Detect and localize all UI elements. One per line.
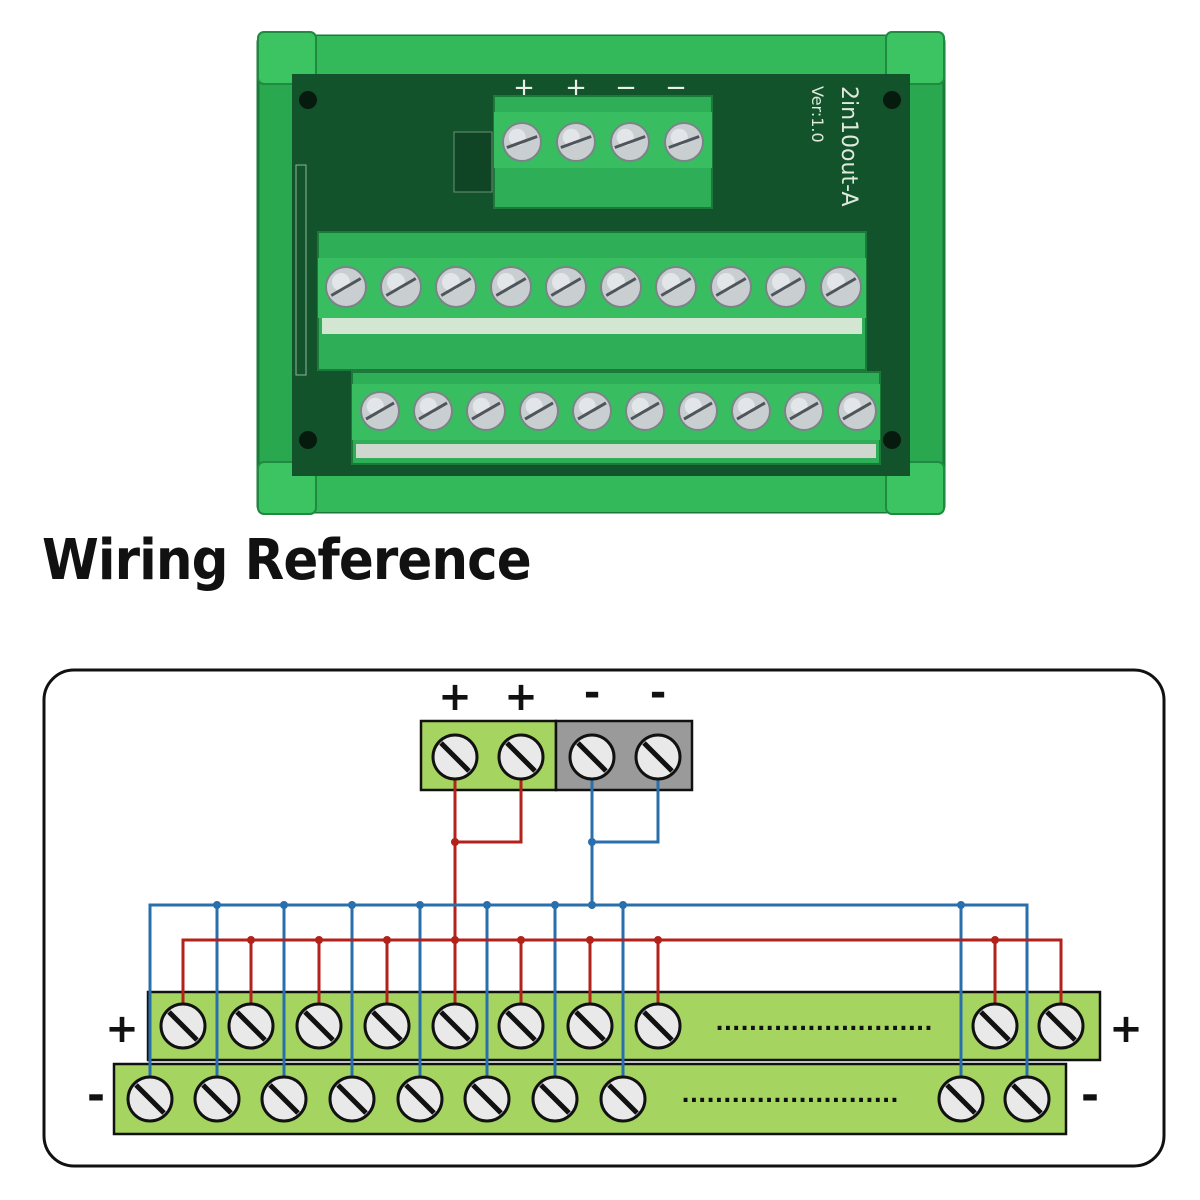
- wire-junction: [654, 936, 662, 944]
- input-minus-sign: -: [584, 670, 601, 716]
- wire-junction: [213, 901, 221, 909]
- terminal-screw-icon: [463, 1075, 511, 1123]
- housing-top-rail: [258, 36, 944, 76]
- wiring-reference-heading: Wiring Reference: [42, 528, 532, 593]
- terminal-screw-icon: [328, 1075, 376, 1123]
- minus-rail-sign-right: -: [1081, 1070, 1099, 1121]
- mounting-hole: [299, 91, 317, 109]
- screw-icon: [360, 391, 400, 431]
- terminal-screw-icon: [1037, 1002, 1085, 1050]
- input-minus-sign: -: [650, 670, 667, 716]
- terminal-screw-icon: [599, 1075, 647, 1123]
- screw-icon: [435, 266, 477, 308]
- terminal-screw-icon: [431, 733, 479, 781]
- input-plus-sign: +: [504, 674, 538, 720]
- screw-icon: [765, 266, 807, 308]
- input-plus-sign: +: [438, 674, 472, 720]
- terminal-screw-icon: [193, 1075, 241, 1123]
- screw-icon: [466, 391, 506, 431]
- wire-junction: [517, 936, 525, 944]
- plus-rail-sign-right: +: [1109, 1006, 1143, 1052]
- housing-bottom-rail: [258, 470, 944, 512]
- terminal-screw-icon: [396, 1075, 444, 1123]
- minus-rail-continuation: ..........................: [681, 1083, 898, 1108]
- wire-junction: [451, 936, 459, 944]
- terminal-screw-icon: [260, 1075, 308, 1123]
- terminal-screw-icon: [1003, 1075, 1051, 1123]
- screw-icon: [556, 122, 596, 162]
- wire-junction: [483, 901, 491, 909]
- terminal-screw-icon: [431, 1002, 479, 1050]
- screw-icon: [731, 391, 771, 431]
- terminal-screw-icon: [295, 1002, 343, 1050]
- screw-icon: [380, 266, 422, 308]
- wire-junction: [451, 838, 459, 846]
- terminal-screw-icon: [971, 1002, 1019, 1050]
- wire-junction: [416, 901, 424, 909]
- terminal-screw-icon: [363, 1002, 411, 1050]
- wire-junction: [588, 901, 596, 909]
- screw-icon: [325, 266, 367, 308]
- wire-junction: [315, 936, 323, 944]
- screw-icon: [490, 266, 532, 308]
- screw-icon: [655, 266, 697, 308]
- wire-junction: [247, 936, 255, 944]
- screw-icon: [545, 266, 587, 308]
- terminal-screw-icon: [497, 1002, 545, 1050]
- terminal-screw-icon: [159, 1002, 207, 1050]
- terminal-screw-icon: [531, 1075, 579, 1123]
- negative-wire: [592, 757, 660, 844]
- wire-junction: [619, 901, 627, 909]
- positive-wire: [181, 938, 1063, 1026]
- housing-corner: [885, 31, 945, 85]
- wire-junction: [280, 901, 288, 909]
- plus-rail-sign-left: +: [105, 1006, 139, 1052]
- screw-icon: [664, 122, 704, 162]
- terminal-screw-icon: [497, 733, 545, 781]
- screw-icon: [502, 122, 542, 162]
- mounting-hole: [883, 431, 901, 449]
- terminal-screw-icon: [126, 1075, 174, 1123]
- screw-icon: [678, 391, 718, 431]
- screw-icon: [600, 266, 642, 308]
- wire-junction: [588, 838, 596, 846]
- screw-icon: [710, 266, 752, 308]
- mounting-hole: [299, 431, 317, 449]
- mounting-hole: [883, 91, 901, 109]
- board-version-label: Ver:1.0: [808, 86, 827, 143]
- output-minus-terminal-label-strip: [356, 444, 876, 458]
- screw-icon: [413, 391, 453, 431]
- plus-rail-continuation: ..........................: [715, 1011, 932, 1036]
- terminal-screw-icon: [568, 733, 616, 781]
- terminal-screw-icon: [566, 1002, 614, 1050]
- wire-junction: [348, 901, 356, 909]
- wire-junction: [383, 936, 391, 944]
- terminal-screw-icon: [634, 1002, 682, 1050]
- output-plus-terminal-label-strip: [322, 318, 862, 334]
- screw-icon: [625, 391, 665, 431]
- board-name-label: 2in10out-A: [836, 86, 861, 207]
- wire-junction: [991, 936, 999, 944]
- terminal-screw-icon: [634, 733, 682, 781]
- screw-icon: [519, 391, 559, 431]
- screw-icon: [610, 122, 650, 162]
- positive-wire: [455, 757, 523, 844]
- product-photo: 2in10out-A Ver:1.0 ++−−: [256, 31, 946, 515]
- input-terminal-pin-header: [453, 131, 493, 193]
- terminal-screw-icon: [937, 1075, 985, 1123]
- negative-output-rail: [112, 1062, 1068, 1136]
- wire-junction: [957, 901, 965, 909]
- screw-icon: [837, 391, 877, 431]
- screw-icon: [572, 391, 612, 431]
- screw-icon: [784, 391, 824, 431]
- pcb-silkscreen-strip: [295, 164, 307, 376]
- screw-icon: [820, 266, 862, 308]
- minus-rail-sign-left: -: [87, 1070, 105, 1121]
- wire-junction: [586, 936, 594, 944]
- terminal-screw-icon: [227, 1002, 275, 1050]
- housing-corner: [257, 31, 317, 85]
- wire-junction: [551, 901, 559, 909]
